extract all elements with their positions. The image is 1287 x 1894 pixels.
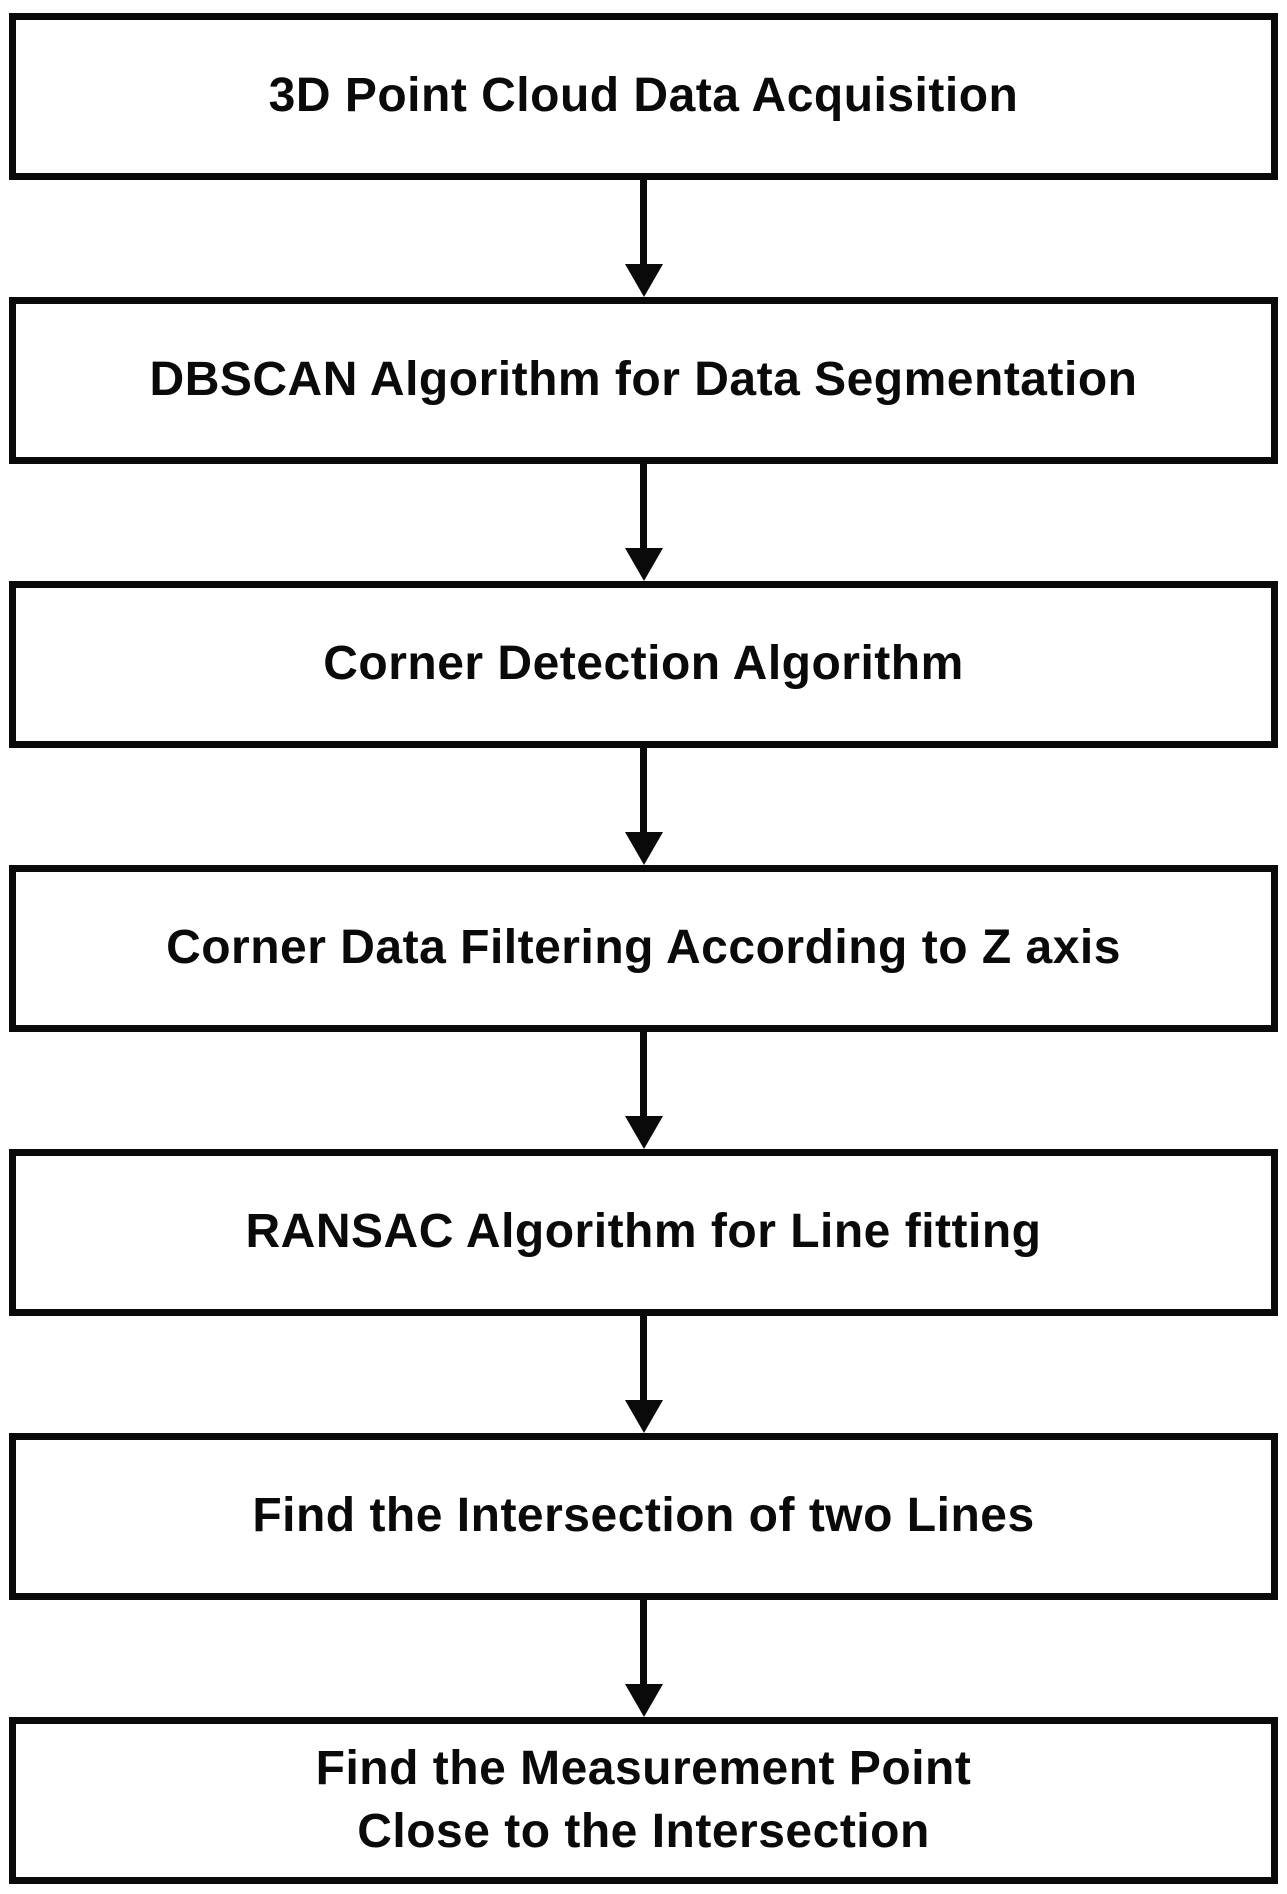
arrow-head [624, 1684, 663, 1717]
arrow-stem [640, 1600, 647, 1685]
arrow-stem [640, 180, 647, 265]
down-arrow-icon [0, 464, 1287, 581]
arrow-stem [640, 1316, 647, 1401]
step-box-corner-detection: Corner Detection Algorithm [9, 581, 1278, 748]
step-box-data-acquisition: 3D Point Cloud Data Acquisition [9, 13, 1278, 180]
arrow-stem [640, 1032, 647, 1117]
down-arrow-icon [0, 748, 1287, 865]
step-box-find-intersection: Find the Intersection of two Lines [9, 1433, 1278, 1600]
step-label: DBSCAN Algorithm for Data Segmentation [149, 353, 1138, 407]
step-label: RANSAC Algorithm for Line fitting [245, 1205, 1042, 1259]
step-box-dbscan-segmentation: DBSCAN Algorithm for Data Segmentation [9, 297, 1278, 464]
down-arrow-icon [0, 1316, 1287, 1433]
step-box-ransac-line-fitting: RANSAC Algorithm for Line fitting [9, 1149, 1278, 1316]
step-label: Find the Intersection of two Lines [252, 1489, 1035, 1543]
step-label: 3D Point Cloud Data Acquisition [268, 69, 1019, 123]
arrow-head [624, 264, 663, 297]
arrow-stem [640, 464, 647, 549]
arrow-head [624, 1116, 663, 1149]
step-label: Corner Data Filtering According to Z axi… [166, 921, 1121, 975]
arrow-stem [640, 748, 647, 833]
down-arrow-icon [0, 1032, 1287, 1149]
down-arrow-icon [0, 180, 1287, 297]
step-label: Corner Detection Algorithm [323, 637, 964, 691]
step-box-find-measurement-point: Find the Measurement Point Close to the … [9, 1717, 1278, 1884]
arrow-head [624, 1400, 663, 1433]
down-arrow-icon [0, 1600, 1287, 1717]
step-box-corner-filtering-z-axis: Corner Data Filtering According to Z axi… [9, 865, 1278, 1032]
arrow-head [624, 832, 663, 865]
step-label: Find the Measurement Point Close to the … [315, 1742, 972, 1858]
arrow-head [624, 548, 663, 581]
